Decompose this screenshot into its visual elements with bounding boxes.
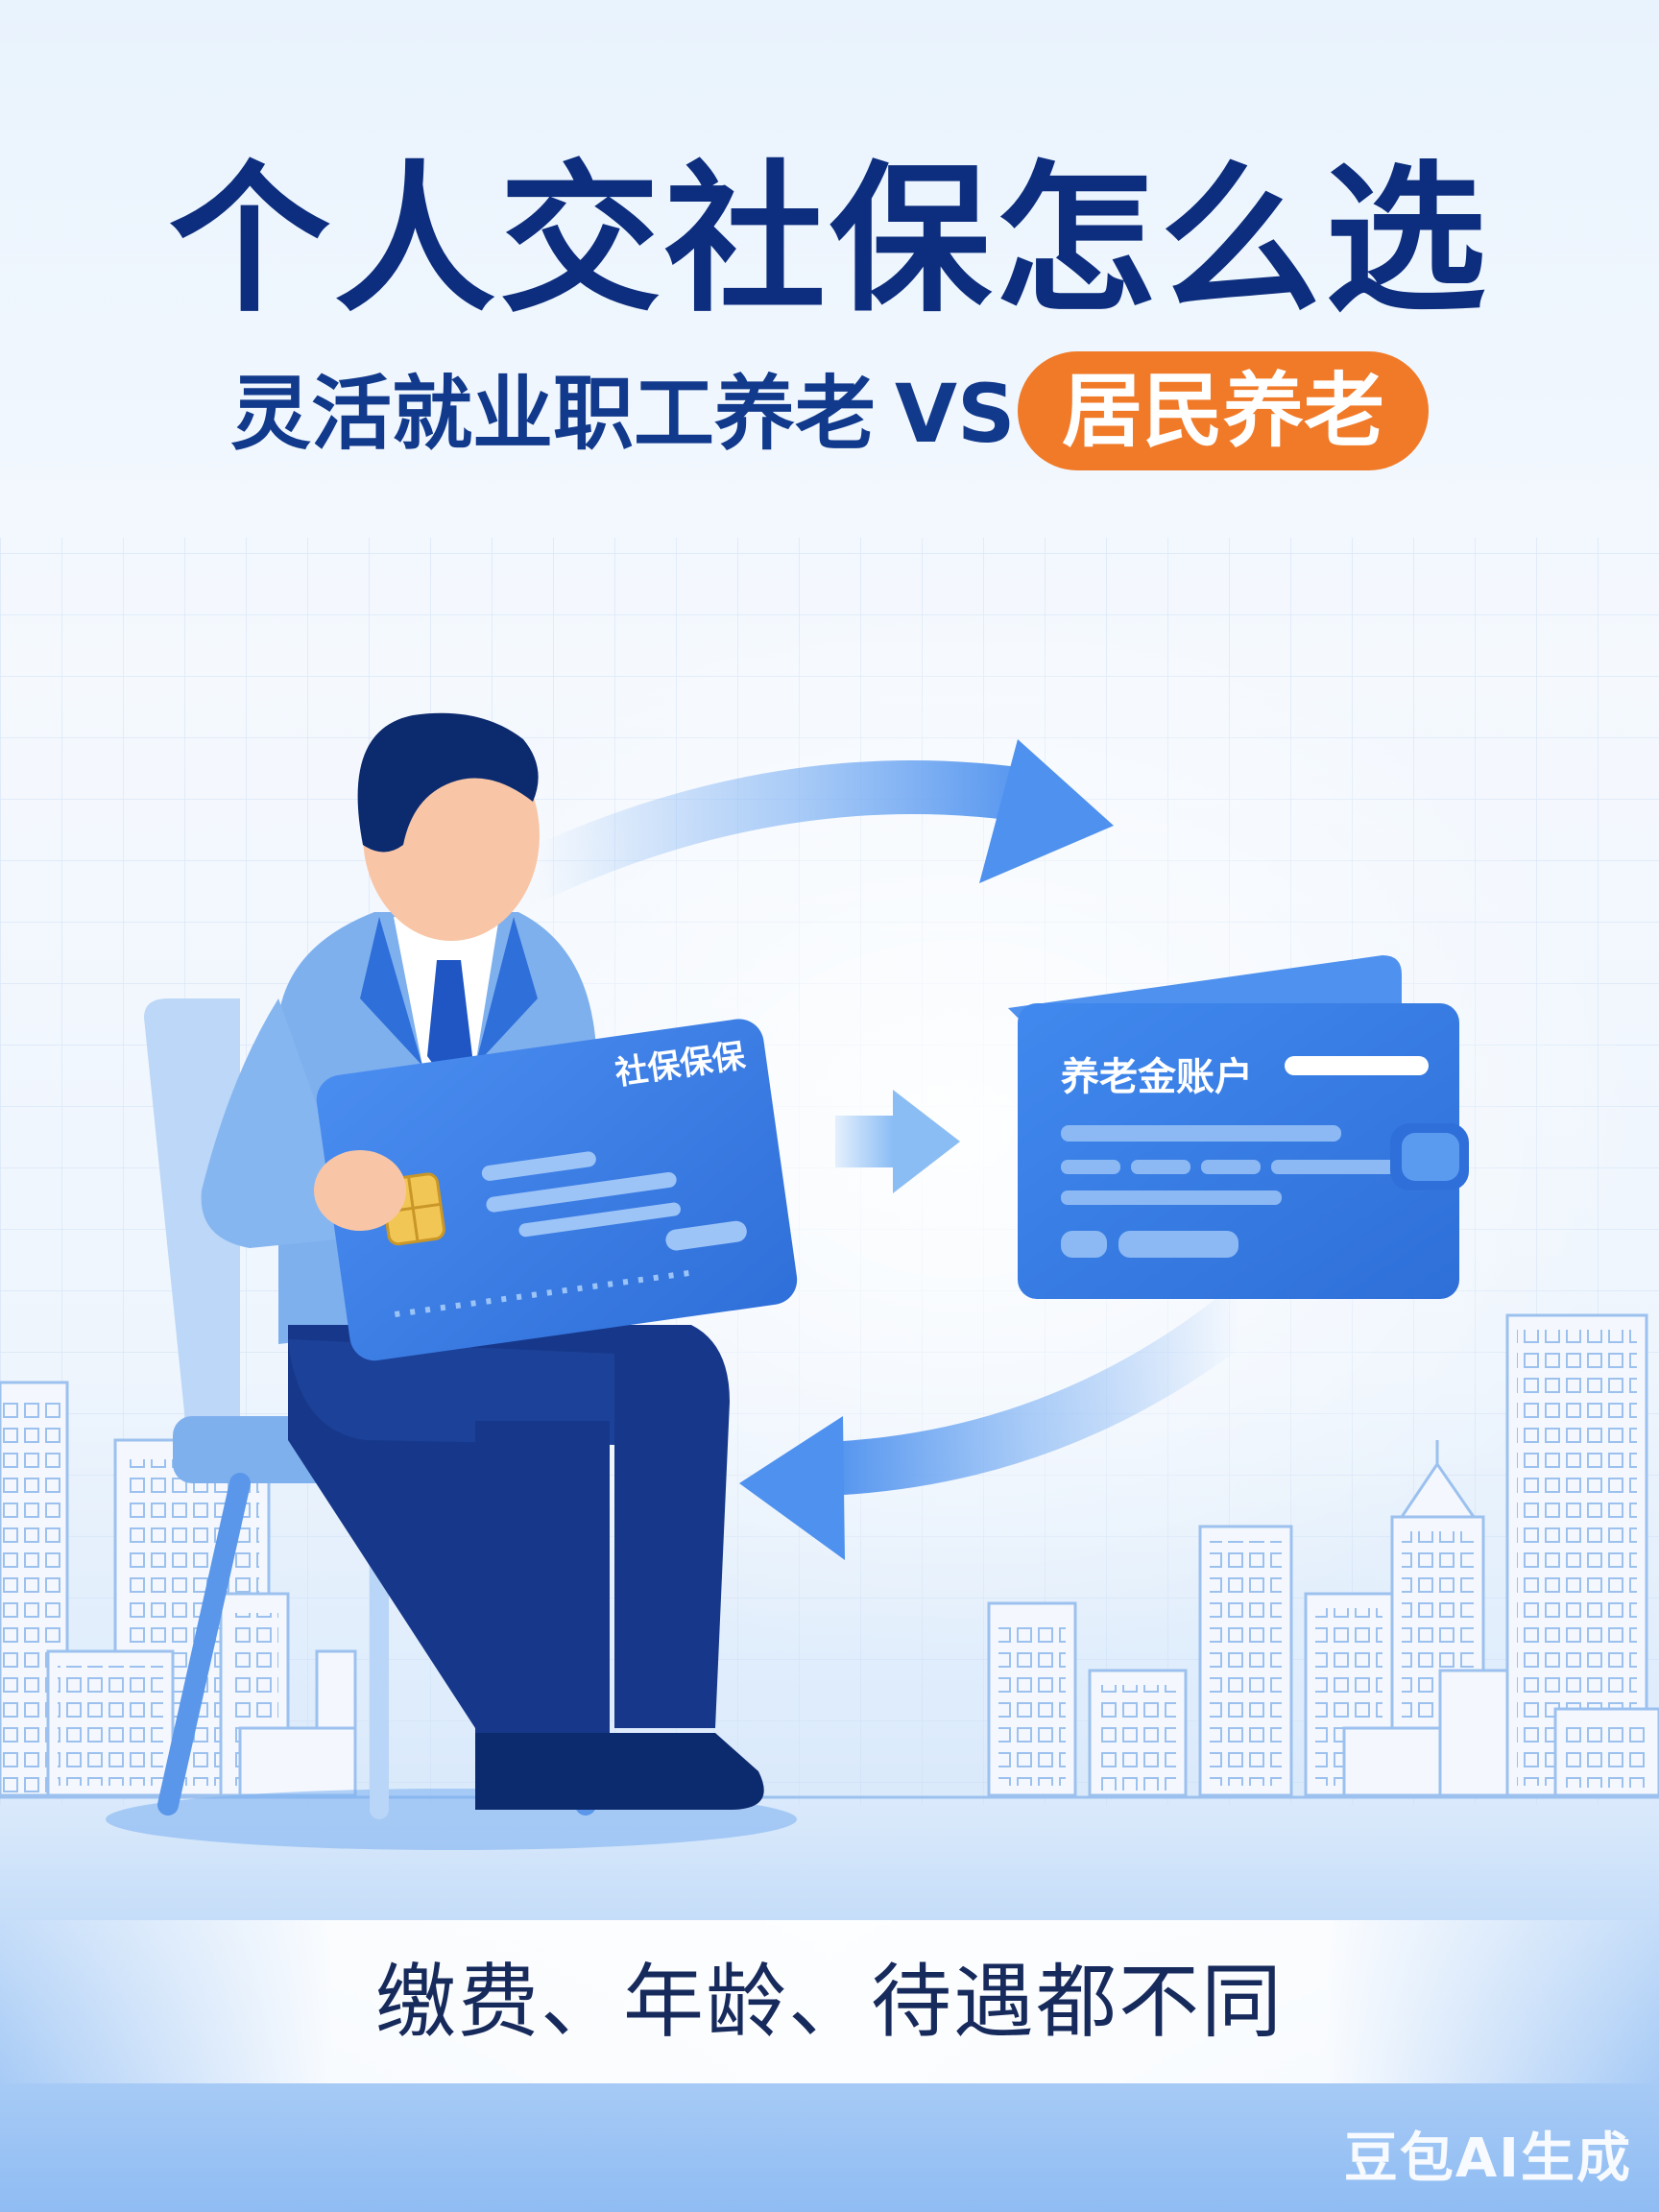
- wallet-icon: [1008, 955, 1469, 1299]
- right-card-label: 养老金账户: [1061, 1055, 1253, 1099]
- tagline-banner: [0, 1920, 1659, 2083]
- bank-card-icon: [316, 1019, 798, 1361]
- subtitle-vs: VS: [895, 367, 1016, 461]
- arrow-icon: [511, 739, 1114, 901]
- tagline: 缴费、年龄、待遇都不同: [374, 1955, 1284, 2049]
- arrow-icon: [835, 1090, 960, 1193]
- arrow-icon: [739, 1288, 1265, 1560]
- page-title: 个人交社保怎么选: [169, 146, 1490, 334]
- watermark: 豆包AI生成: [1343, 2128, 1632, 2190]
- subtitle-left: 灵活就业职工养老: [230, 367, 877, 461]
- subtitle-right-badge: 居民养老: [1018, 351, 1429, 470]
